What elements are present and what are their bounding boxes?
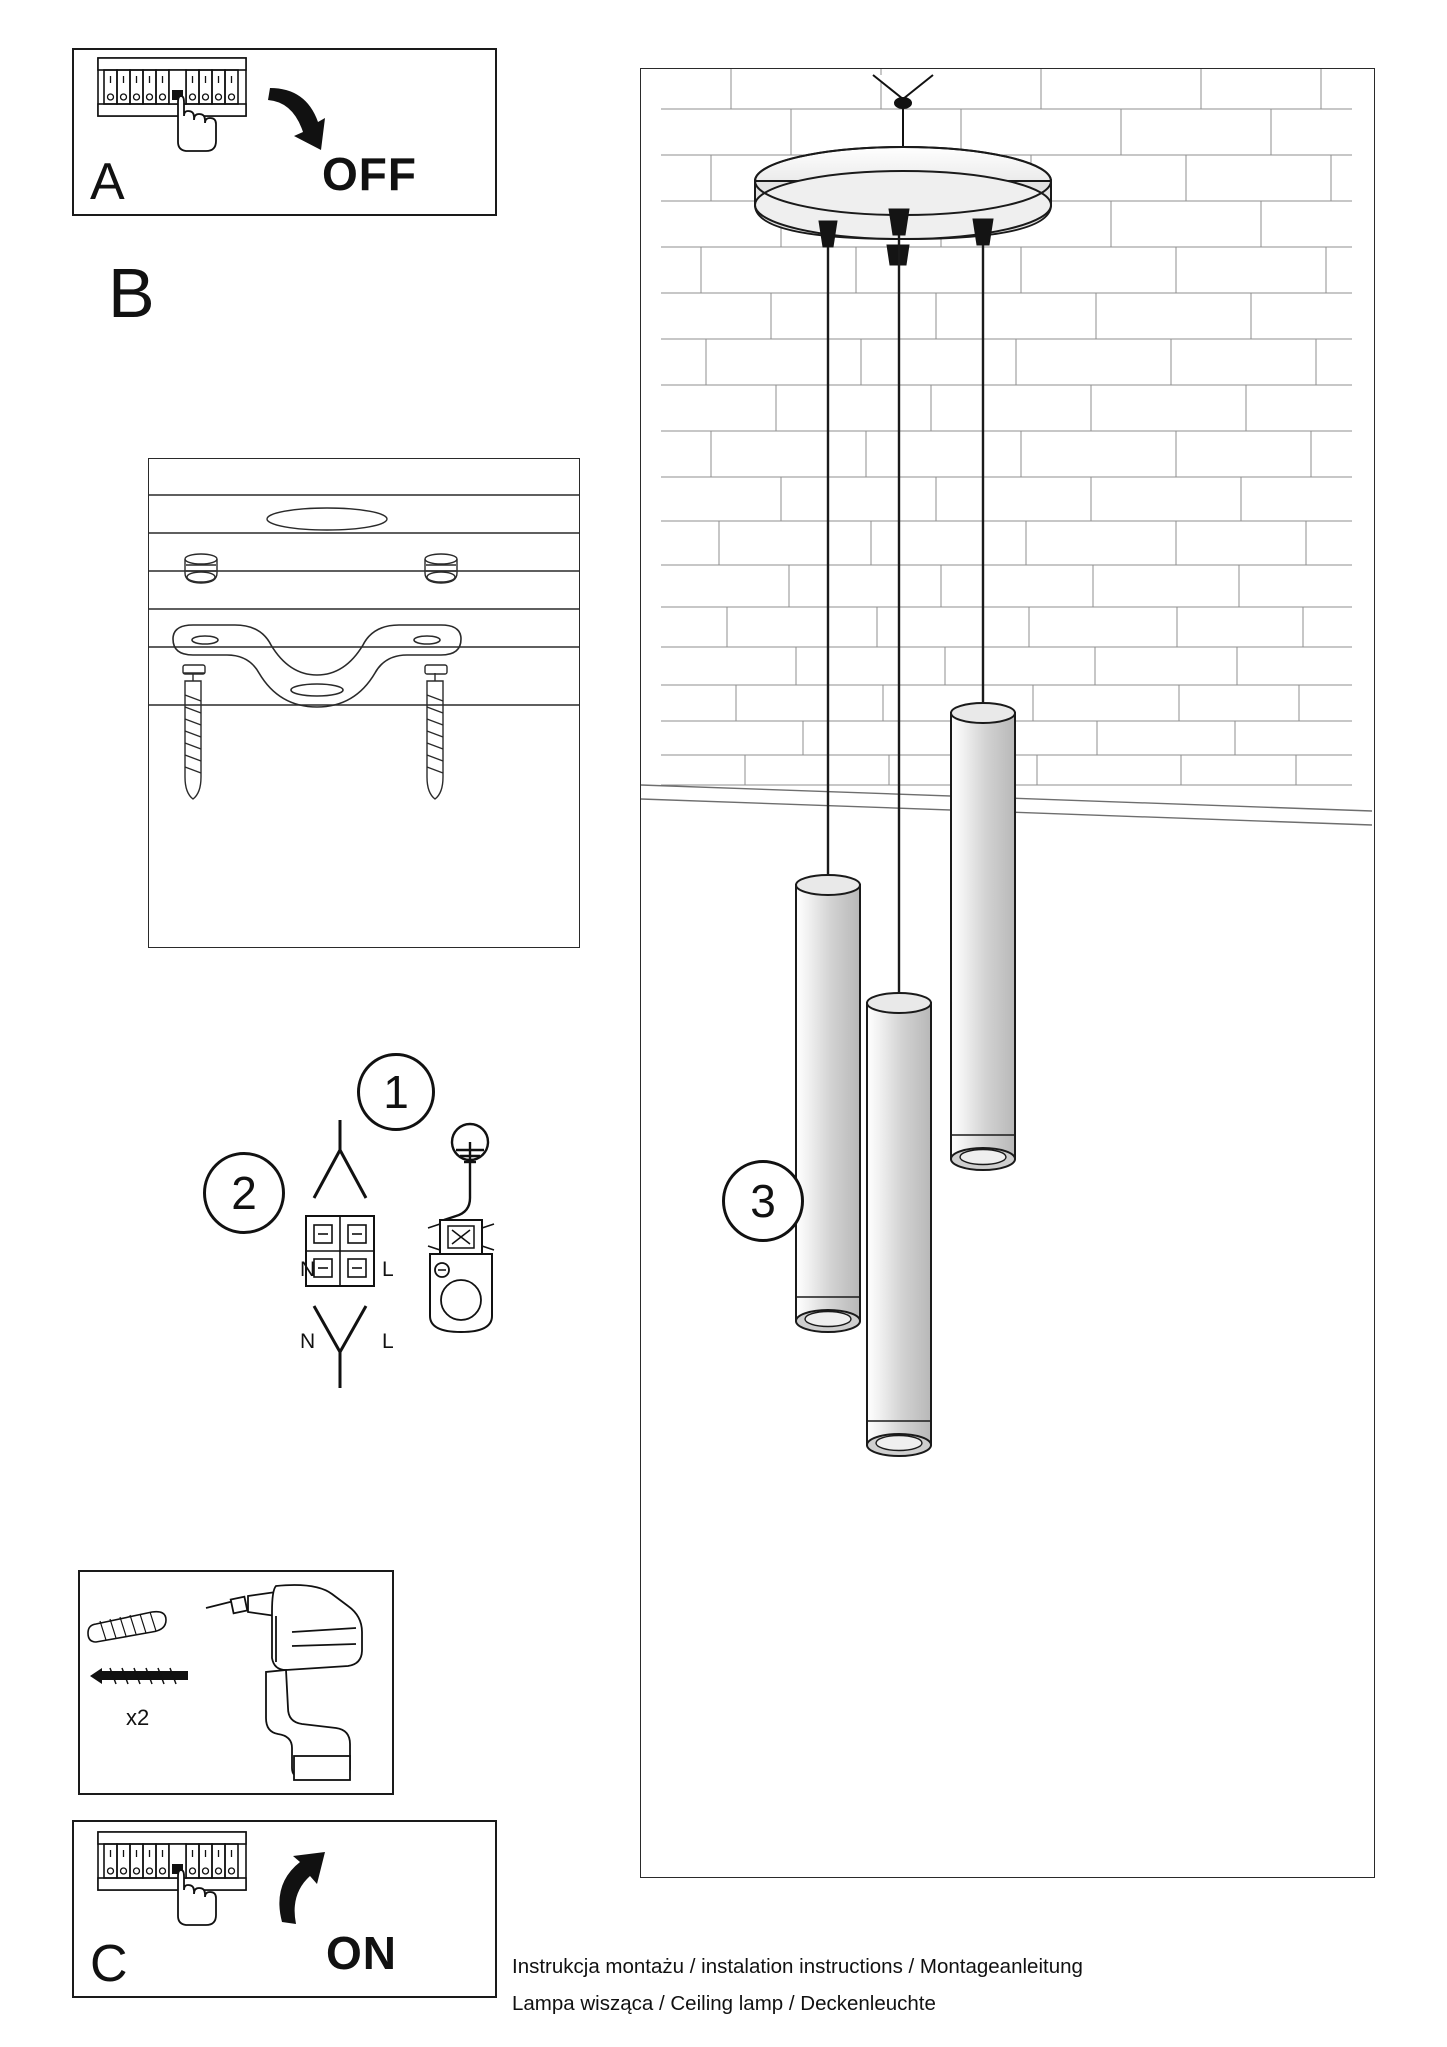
step-c-letter: C xyxy=(90,1935,128,1993)
step-a-off-label: OFF xyxy=(322,148,417,200)
step-3-number-badge-visible: 3 xyxy=(722,1160,804,1242)
drill-quantity-label: x2 xyxy=(126,1705,150,1730)
pendant-lamp-illustration xyxy=(641,69,1372,1457)
terminal-label-l-top: L xyxy=(382,1258,394,1281)
step-1-panel: 1 xyxy=(148,458,580,1131)
terminal-label-n-top: N xyxy=(300,1258,316,1281)
step-c-panel: C ON xyxy=(72,1820,497,1998)
step-a-illustration xyxy=(97,57,325,152)
step-a-panel: A OFF xyxy=(72,48,497,216)
lamp-tube-center xyxy=(866,992,932,1457)
step-1-number: 1 xyxy=(383,1066,409,1118)
lamp-tube-left xyxy=(795,874,861,1333)
step-3-panel: 3 xyxy=(640,68,1375,1878)
step-2-number: 2 xyxy=(231,1167,257,1219)
lamp-tube-right xyxy=(950,702,1016,1171)
step-1-illustration xyxy=(149,494,579,800)
step-a-letter: A xyxy=(90,153,125,211)
terminal-label-n-bottom: N xyxy=(300,1330,316,1353)
step-c-on-label: ON xyxy=(326,1927,397,1979)
step-2-number-badge: 2 xyxy=(203,1152,285,1234)
earth-ground-icon xyxy=(443,1122,490,1222)
step-3-number-visible: 3 xyxy=(750,1175,776,1227)
footer-line-2: Lampa wisząca / Ceiling lamp / Deckenleu… xyxy=(512,1992,936,2015)
drill-illustration xyxy=(87,1584,363,1781)
drill-tools-panel: x2 xyxy=(78,1570,394,1795)
step-1-number-badge: 1 xyxy=(357,1053,435,1131)
step-2-wiring-illustration xyxy=(280,1120,560,1450)
footer-line-1: Instrukcja montażu / instalation instruc… xyxy=(512,1955,1083,1978)
terminal-label-l-bottom: L xyxy=(382,1330,394,1353)
step-b-letter: B xyxy=(108,254,155,332)
step-c-illustration xyxy=(97,1831,325,1926)
